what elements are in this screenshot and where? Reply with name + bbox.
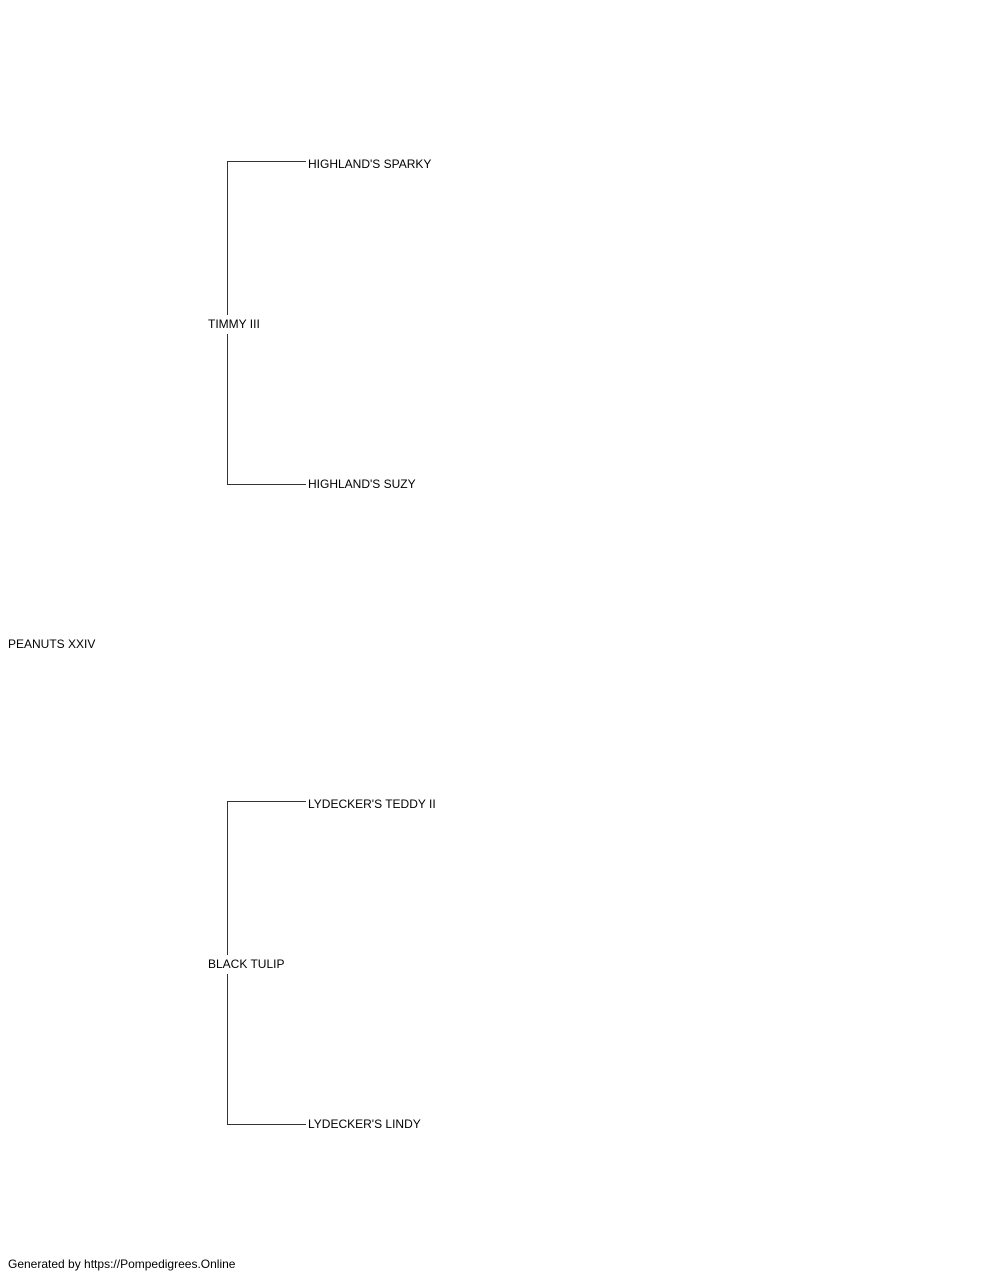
dam-branch-vertical-lower	[227, 974, 228, 1125]
subject-name: PEANUTS XXIV	[7, 637, 97, 651]
sire-dam-connector	[227, 484, 306, 485]
sire-sire-name: HIGHLAND'S SPARKY	[307, 157, 433, 171]
dam-dam-name: LYDECKER'S LINDY	[307, 1117, 422, 1131]
generated-by-footer: Generated by https://Pompedigrees.Online	[8, 1257, 236, 1271]
sire-name: TIMMY III	[207, 317, 261, 331]
dam-branch-vertical-upper	[227, 801, 228, 955]
dam-sire-name: LYDECKER'S TEDDY II	[307, 797, 437, 811]
dam-sire-connector	[227, 801, 306, 802]
dam-name: BLACK TULIP	[207, 957, 286, 971]
sire-dam-name: HIGHLAND'S SUZY	[307, 477, 417, 491]
sire-branch-vertical-upper	[227, 161, 228, 315]
sire-sire-connector	[227, 161, 306, 162]
sire-branch-vertical-lower	[227, 334, 228, 485]
dam-dam-connector	[227, 1124, 306, 1125]
